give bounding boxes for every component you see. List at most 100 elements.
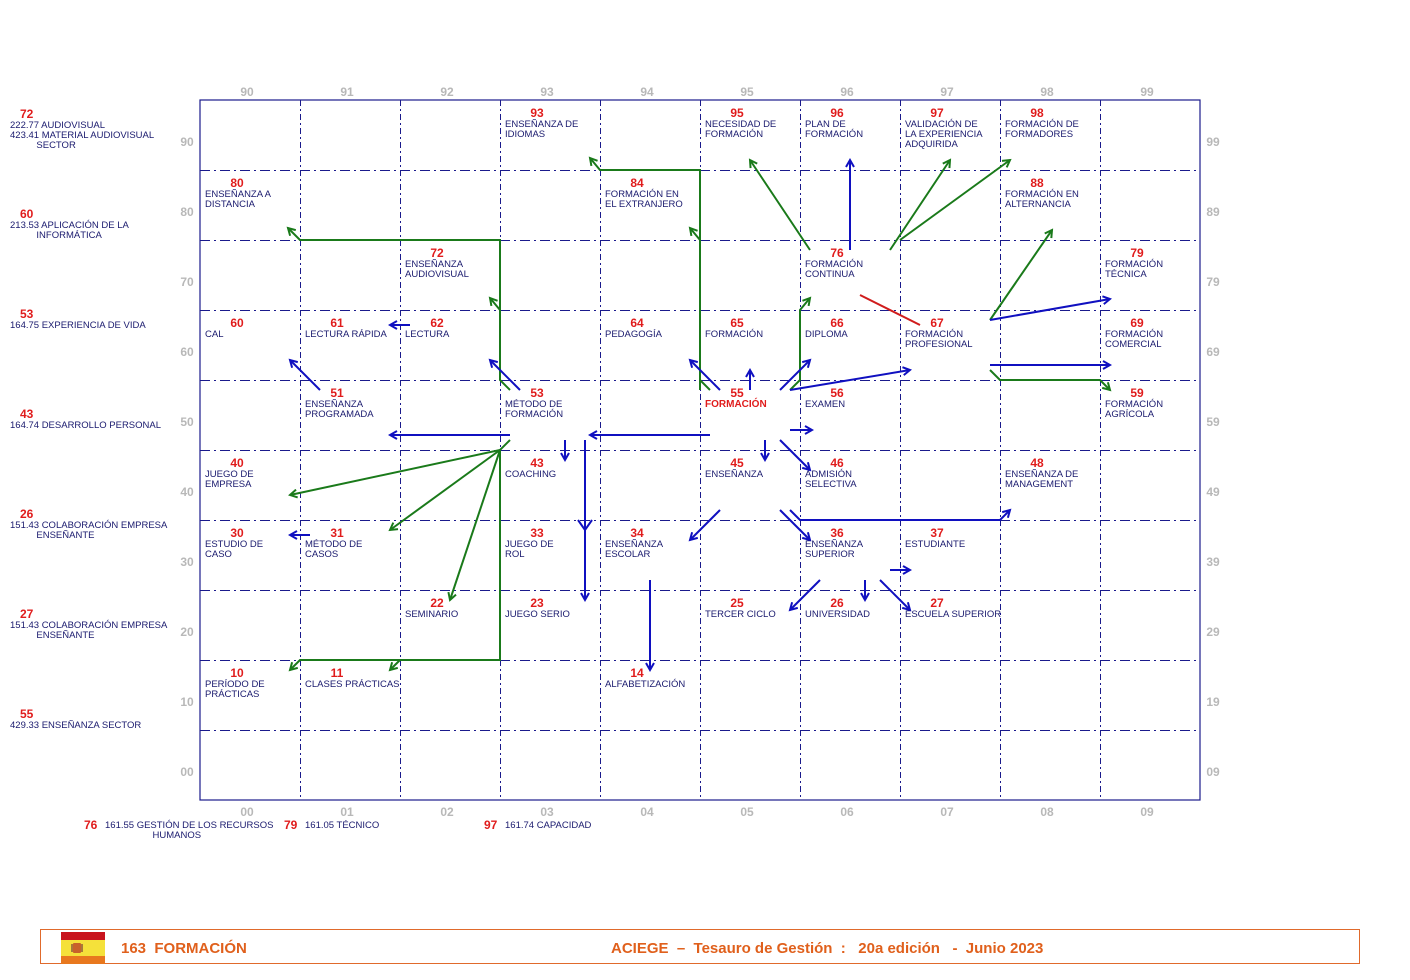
axis-right-label: 69 <box>1206 345 1220 359</box>
axis-bottom-label: 00 <box>240 805 254 819</box>
term-label[interactable]: PLAN DE FORMACIÓN <box>805 119 864 140</box>
term-label[interactable]: FORMACIÓN <box>705 329 764 340</box>
term-label[interactable]: ALFABETIZACIÓN <box>605 679 686 690</box>
axis-top-label: 95 <box>740 85 754 99</box>
term-number: 88 <box>1030 176 1044 190</box>
term-label[interactable]: VALIDACIÓN DE LA EXPERIENCIA ADQUIRIDA <box>905 119 983 150</box>
link-broader <box>288 228 511 391</box>
term-label[interactable]: LECTURA RÁPIDA <box>305 329 387 340</box>
term-label[interactable]: SEMINARIO <box>405 609 459 620</box>
term-number: 53 <box>530 386 544 400</box>
term-label[interactable]: PEDAGOGÍA <box>605 329 663 340</box>
axis-bottom-label: 08 <box>1040 805 1054 819</box>
axis-top-label: 97 <box>940 85 954 99</box>
link-equivalent <box>859 294 921 326</box>
term-label[interactable]: ENSEÑANZA A DISTANCIA <box>205 189 271 210</box>
term-number: 72 <box>430 246 444 260</box>
term-number: 95 <box>730 106 744 120</box>
term-label[interactable]: FORMACIÓN TÉCNICA <box>1105 259 1164 280</box>
bottom-ref-number: 79 <box>284 818 298 832</box>
term-label[interactable]: FORMACIÓN PROFESIONAL <box>905 329 973 350</box>
left-ref-text: 164.75 EXPERIENCIA DE VIDA <box>10 320 146 331</box>
term-label[interactable]: ENSEÑANZA SUPERIOR <box>805 539 864 560</box>
term-number: 98 <box>1030 106 1044 120</box>
term-label[interactable]: TERCER CICLO <box>705 609 776 620</box>
term-label[interactable]: FORMACIÓN EN ALTERNANCIA <box>1005 189 1079 210</box>
term-label[interactable]: ENSEÑANZA DE IDIOMAS <box>505 119 579 140</box>
term-number: 34 <box>630 526 644 540</box>
axis-top-label: 93 <box>540 85 554 99</box>
term-number: 31 <box>330 526 344 540</box>
left-ref-number: 26 <box>20 507 34 521</box>
term-number: 62 <box>430 316 444 330</box>
term-number: 45 <box>730 456 744 470</box>
term-number: 79 <box>1130 246 1144 260</box>
term-label[interactable]: JUEGO DE EMPRESA <box>205 469 254 490</box>
term-label[interactable]: ESTUDIANTE <box>905 539 966 550</box>
term-label[interactable]: FORMACIÓN DE FORMADORES <box>1005 119 1079 140</box>
term-number: 22 <box>430 596 444 610</box>
axis-top-label: 90 <box>240 85 254 99</box>
term-label[interactable]: JUEGO DE ROL <box>505 539 554 560</box>
axis-left-label: 10 <box>180 695 194 709</box>
axis-right-label: 49 <box>1206 485 1220 499</box>
term-number: 48 <box>1030 456 1044 470</box>
main-term-label[interactable]: FORMACIÓN <box>705 399 767 410</box>
axis-bottom-label: 03 <box>540 805 554 819</box>
term-label[interactable]: LECTURA <box>405 329 450 340</box>
term-label[interactable]: ENSEÑANZA ESCOLAR <box>605 539 664 560</box>
term-label[interactable]: MÉTODO DE FORMACIÓN <box>505 399 564 420</box>
term-label[interactable]: ENSEÑANZA AUDIOVISUAL <box>405 259 469 280</box>
left-ref-number: 55 <box>20 707 34 721</box>
term-label[interactable]: JUEGO SERIO <box>505 609 570 620</box>
term-number: 97 <box>930 106 944 120</box>
term-number: 51 <box>330 386 344 400</box>
term-label[interactable]: FORMACIÓN EN EL EXTRANJERO <box>605 189 683 210</box>
term-label[interactable]: MÉTODO DE CASOS <box>305 539 363 560</box>
axis-left-label: 60 <box>180 345 194 359</box>
axis-right-label: 79 <box>1206 275 1220 289</box>
term-label[interactable]: FORMACIÓN COMERCIAL <box>1105 329 1164 350</box>
term-number: 14 <box>630 666 644 680</box>
link-broader <box>490 298 501 311</box>
term-label[interactable]: NECESIDAD DE FORMACIÓN <box>705 119 777 140</box>
term-number: 61 <box>330 316 344 330</box>
axis-bottom-label: 01 <box>340 805 354 819</box>
axis-top-label: 99 <box>1140 85 1154 99</box>
term-label[interactable]: ENSEÑANZA <box>705 469 764 480</box>
term-label[interactable]: FORMACIÓN CONTINUA <box>805 259 864 280</box>
link-related <box>390 449 501 530</box>
term-number: 23 <box>530 596 544 610</box>
axis-right-label: 89 <box>1206 205 1220 219</box>
axis-top-label: 96 <box>840 85 854 99</box>
term-number: 59 <box>1130 386 1144 400</box>
term-label[interactable]: UNIVERSIDAD <box>805 609 870 620</box>
term-label[interactable]: DIPLOMA <box>805 329 848 340</box>
term-label[interactable]: CLASES PRÁCTICAS <box>305 679 400 690</box>
axis-right-label: 39 <box>1206 555 1220 569</box>
term-label[interactable]: PERÍODO DE PRÁCTICAS <box>205 679 265 700</box>
term-number: 66 <box>830 316 844 330</box>
term-label[interactable]: FORMACIÓN AGRÍCOLA <box>1105 399 1164 420</box>
term-label[interactable]: ESCUELA SUPERIOR <box>905 609 1002 620</box>
term-number: 65 <box>730 316 744 330</box>
link-narrower <box>690 509 721 540</box>
link-narrower <box>789 510 1010 521</box>
term-label[interactable]: CAL <box>205 329 224 340</box>
term-label[interactable]: COACHING <box>505 469 557 480</box>
term-label[interactable]: ENSEÑANZA PROGRAMADA <box>305 399 374 420</box>
link-broader <box>690 228 701 241</box>
term-number: 33 <box>530 526 544 540</box>
link-related <box>899 160 1010 241</box>
term-number: 36 <box>830 526 844 540</box>
term-label[interactable]: ESTUDIO DE CASO <box>205 539 264 560</box>
term-label[interactable]: ENSEÑANZA DE MANAGEMENT <box>1005 469 1079 490</box>
footer-bar: 163 FORMACIÓN ACIEGE – Tesauro de Gestió… <box>40 929 1360 964</box>
term-label[interactable]: ADMISIÓN SELECTIVA <box>805 469 857 490</box>
term-label[interactable]: EXAMEN <box>805 399 846 410</box>
term-number: 40 <box>230 456 244 470</box>
bottom-ref-number: 76 <box>84 818 98 832</box>
link-related <box>390 659 401 670</box>
link-related <box>989 369 1110 390</box>
term-number: 69 <box>1130 316 1144 330</box>
